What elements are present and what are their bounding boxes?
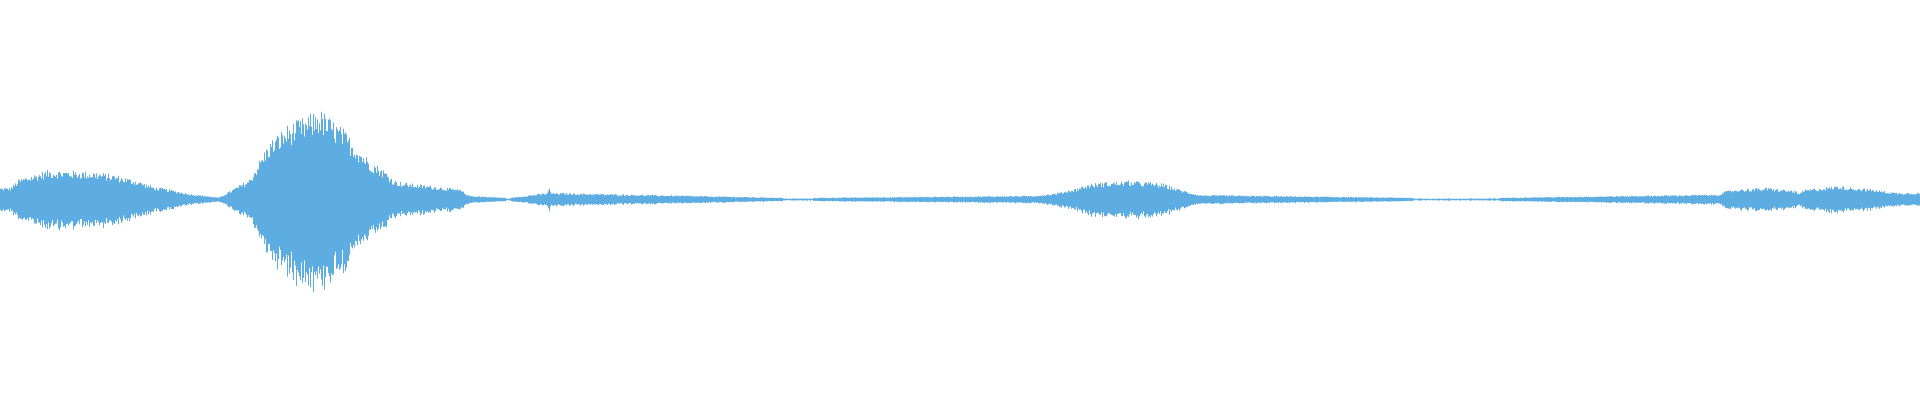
waveform-trace — [0, 111, 1920, 293]
